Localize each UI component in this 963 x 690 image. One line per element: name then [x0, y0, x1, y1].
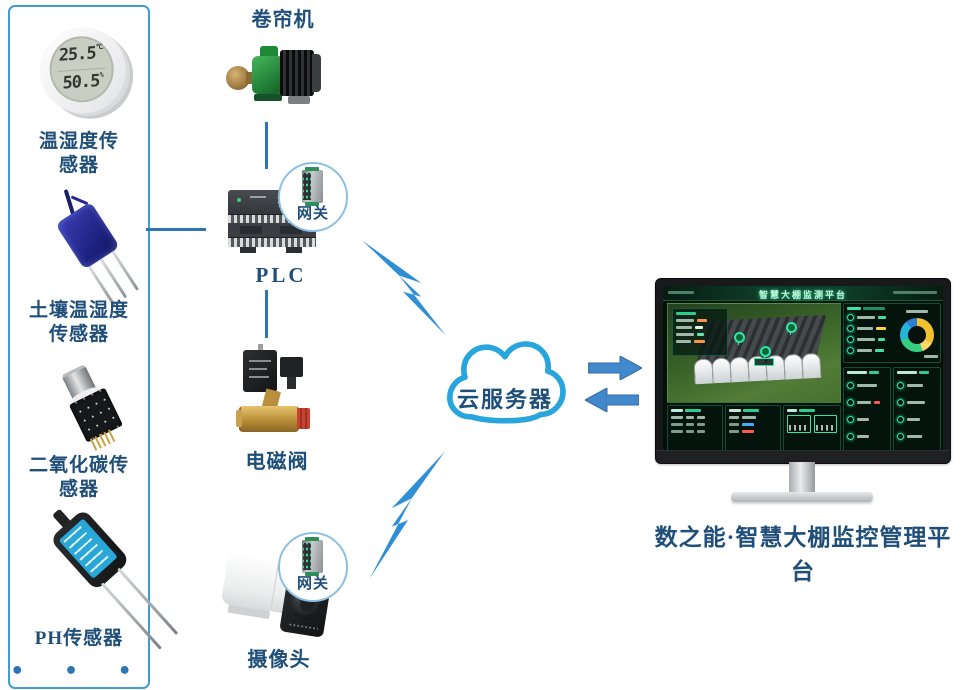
co2-sensor-label: 二氧化碳传感器 — [28, 455, 129, 501]
wireless-link-icon — [362, 240, 446, 336]
ph-sensor-image — [30, 499, 179, 650]
connector-plc-to-valve — [265, 290, 268, 338]
plc-led — [237, 198, 241, 202]
wireless-link-icon — [369, 451, 445, 579]
gateway-front-panel — [303, 173, 311, 200]
overview-stats-panel — [672, 308, 728, 356]
cloud-server: 云服务器 — [428, 340, 582, 432]
roller-shutter-motor-image — [226, 40, 322, 106]
temp-humidity-sensor-image: 25.5℃ 50.5% — [36, 24, 135, 124]
arrow-left-icon — [585, 388, 639, 412]
gateway-terminal — [305, 572, 319, 576]
dashboard-screen: 智慧大棚监测平台 — [663, 286, 943, 450]
camera-label: 摄像头 — [247, 649, 311, 671]
solenoid-valve-image — [236, 344, 312, 440]
plc-terminal-row — [228, 237, 316, 247]
plc-foot — [240, 247, 256, 253]
camera-thumbnail — [787, 415, 811, 433]
data-table-panel — [667, 405, 723, 450]
greenhouse-3d-view — [667, 303, 841, 403]
valve-connector — [280, 357, 303, 377]
more-sensors-ellipsis: • • • — [10, 659, 148, 684]
ph-sensor-label: PH传感器 — [34, 628, 124, 649]
motor-foot — [288, 96, 310, 104]
map-pin-icon — [760, 346, 771, 359]
connector-shutter-to-plc — [265, 122, 268, 169]
motor-fins — [280, 50, 314, 96]
valve-port-right — [297, 408, 310, 429]
soil-sensor-label: 土壤温湿度传感器 — [28, 300, 129, 346]
monitor-chin — [656, 450, 950, 463]
gateway-label: 网关 — [296, 206, 329, 222]
pump-foot — [254, 94, 282, 101]
platform-caption: 数之能·智慧大棚监控管理平台 — [654, 525, 952, 584]
device-control-panel — [843, 367, 891, 450]
donut-chart — [900, 318, 934, 352]
gateway-badge-camera: 网关 — [278, 532, 348, 602]
dashboard-title: 智慧大棚监测平台 — [758, 290, 847, 300]
plc-terminal-row — [228, 214, 316, 224]
gateway-badge-plc: 网关 — [278, 162, 348, 232]
temperature-reading: 25.5℃ — [58, 42, 103, 66]
gateway-label: 网关 — [296, 576, 329, 592]
gateway-terminal — [305, 167, 319, 171]
co2-sensor-image — [58, 363, 126, 451]
valve-brass-body — [239, 406, 299, 432]
pump-body — [252, 56, 284, 94]
monitor-stand-neck — [789, 462, 815, 493]
decor-bar — [668, 291, 694, 294]
cloud-server-label: 云服务器 — [456, 387, 553, 412]
soil-sensor-image — [54, 189, 140, 307]
roller-shutter-label: 卷帘机 — [251, 9, 315, 31]
gateway-terminal — [305, 537, 319, 541]
plc-slot — [280, 226, 302, 234]
monitor: 智慧大棚监测平台 — [655, 278, 951, 464]
plc-foot — [286, 247, 302, 253]
valve-connector-nub — [287, 377, 296, 389]
arrow-right-icon — [588, 356, 642, 380]
camera-ir-dots — [288, 622, 319, 631]
motor-shaft — [246, 72, 256, 84]
camera-thumbnail — [813, 415, 837, 433]
plc-slot — [240, 226, 262, 234]
cloud-icon — [447, 341, 566, 424]
map-pin-icon — [734, 332, 745, 345]
env-stats-panel — [843, 303, 941, 363]
solenoid-valve-label: 电磁阀 — [245, 451, 309, 473]
map-pin-icon — [786, 322, 797, 335]
device-status-panel — [893, 367, 941, 450]
alarm-table-panel — [725, 405, 781, 450]
valve-port-left — [236, 410, 242, 427]
plc-brand-mark — [250, 196, 266, 198]
gateway-terminal — [305, 202, 319, 206]
valve-screw — [258, 344, 263, 351]
monitor-stand-base — [731, 492, 873, 502]
valve-coil — [243, 350, 277, 392]
gateway-front-panel — [303, 543, 311, 570]
decor-bar — [893, 291, 937, 294]
camera-preview-panel — [783, 405, 841, 450]
sensor-panel: 25.5℃ 50.5% 温湿度传感器 土壤温湿度传感器 — [8, 5, 179, 689]
temp-humidity-sensor-label: 温湿度传感器 — [38, 131, 119, 177]
sensor-body — [55, 201, 120, 270]
humidity-reading: 50.5% — [62, 70, 103, 94]
gateway-device-image — [302, 537, 323, 576]
plc-label: PLC — [255, 263, 307, 287]
motor-cap — [312, 54, 321, 92]
ph-probe — [117, 567, 179, 636]
connector-box-to-plc — [146, 228, 206, 231]
gateway-device-image — [302, 167, 323, 206]
dashboard-header: 智慧大棚监测平台 — [663, 286, 943, 301]
pin-tag — [754, 358, 774, 366]
